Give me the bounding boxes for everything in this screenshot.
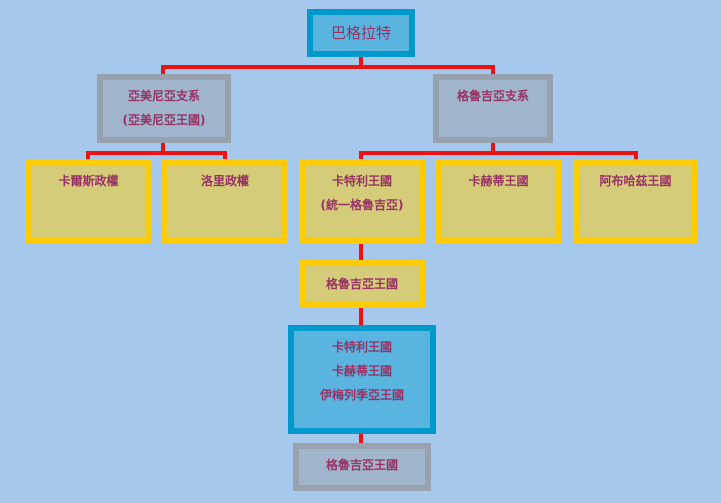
- node-root: 巴格拉特: [307, 9, 415, 57]
- connector: [359, 57, 363, 69]
- connector: [359, 151, 363, 160]
- node-georgia-kingdom: 格魯吉亞王國: [299, 260, 425, 308]
- connector: [359, 433, 363, 444]
- node-kars: 卡爾斯政權: [26, 159, 151, 244]
- node-label: 格魯吉亞王國: [325, 458, 398, 472]
- connector: [359, 151, 638, 155]
- node-label: (統一格魯吉亞): [320, 198, 404, 212]
- node-kartli: 卡特利王國 (統一格魯吉亞): [299, 159, 425, 244]
- node-kakheti: 卡赫蒂王國: [436, 159, 561, 244]
- node-label: (亞美尼亞王國): [122, 113, 206, 127]
- connector: [161, 65, 495, 69]
- node-label: 卡特利王國: [331, 340, 392, 354]
- node-label: 卡特利王國: [331, 174, 392, 188]
- connector: [86, 151, 227, 155]
- node-lori: 洛里政權: [162, 159, 288, 244]
- node-abkhazia: 阿布哈茲王國: [573, 159, 698, 244]
- node-label: 格魯吉亞支系: [456, 89, 529, 103]
- node-label: 格魯吉亞王國: [325, 277, 398, 291]
- node-georgia-reunified: 格魯吉亞王國: [293, 443, 431, 491]
- connector: [634, 151, 638, 160]
- node-label: 卡爾斯政權: [58, 174, 119, 188]
- connector: [161, 143, 165, 154]
- node-label: 亞美尼亞支系: [127, 89, 200, 103]
- connector: [223, 151, 227, 160]
- connector: [161, 65, 165, 75]
- connector: [359, 243, 363, 261]
- connector: [359, 308, 363, 326]
- node-label: 伊梅列季亞王國: [319, 388, 404, 402]
- node-split-kingdoms: 卡特利王國 卡赫蒂王國 伊梅列季亞王國: [288, 325, 436, 434]
- node-label: 卡赫蒂王國: [468, 174, 529, 188]
- node-label: 洛里政權: [200, 174, 249, 188]
- connector: [491, 65, 495, 75]
- node-label: 巴格拉特: [330, 24, 391, 42]
- connector: [86, 151, 90, 160]
- node-georgian-branch: 格魯吉亞支系: [433, 74, 553, 143]
- node-label: 卡赫蒂王國: [331, 364, 392, 378]
- node-armenian-branch: 亞美尼亞支系 (亞美尼亞王國): [97, 74, 231, 143]
- node-label: 阿布哈茲王國: [599, 174, 672, 188]
- connector: [491, 143, 495, 154]
